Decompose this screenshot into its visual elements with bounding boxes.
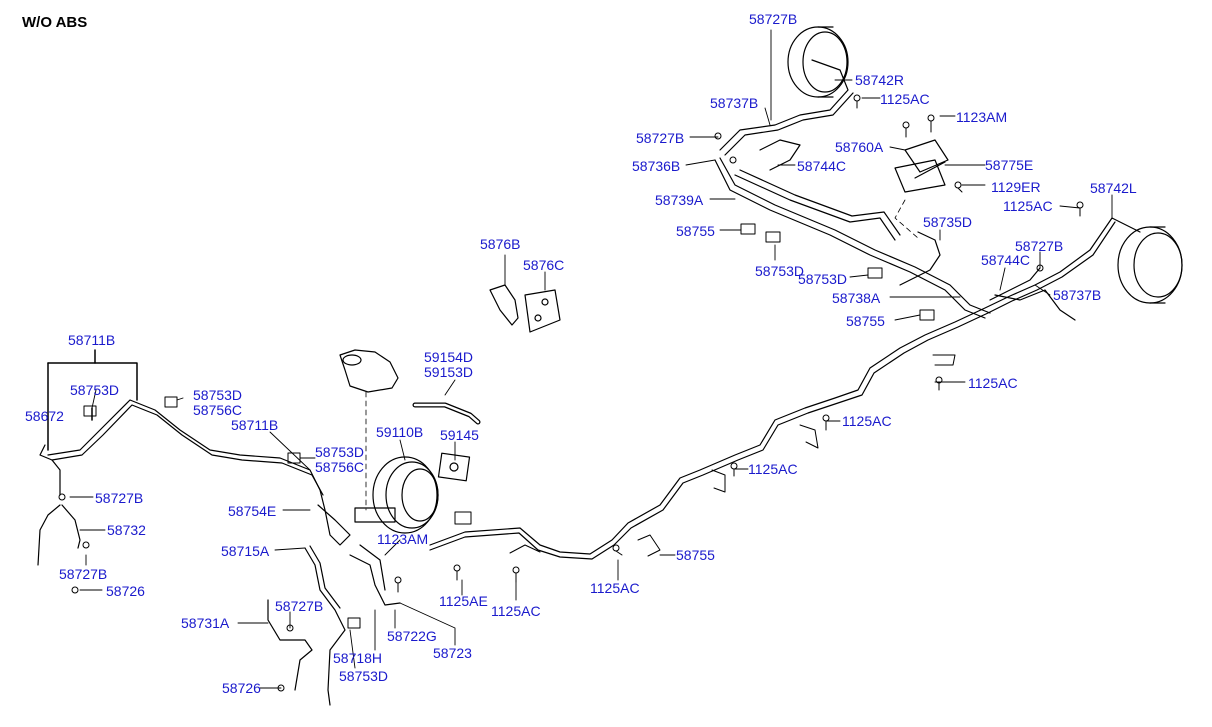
part-label[interactable]: 58722G: [387, 628, 437, 644]
part-label[interactable]: 1125AC: [590, 580, 640, 596]
vacuum-hose-inner: [413, 403, 480, 424]
part-label[interactable]: 59154D: [424, 349, 474, 365]
part-label[interactable]: 58742L: [1090, 180, 1137, 196]
part-label[interactable]: 1125AC: [968, 375, 1018, 391]
part-label[interactable]: 58756C: [315, 459, 365, 475]
part-label[interactable]: 58753D: [193, 387, 243, 403]
part-label[interactable]: 59110B: [376, 424, 424, 440]
part-label[interactable]: 58753D: [70, 382, 120, 398]
part-label[interactable]: 58755: [676, 223, 715, 239]
part-label[interactable]: 58753D: [798, 271, 848, 287]
left-brake-tubes: [37, 399, 401, 706]
part-label[interactable]: 58753D: [339, 668, 389, 684]
part-label[interactable]: 58736B: [632, 158, 681, 174]
part-label[interactable]: 58744C: [981, 252, 1031, 268]
part-label[interactable]: 58744C: [797, 158, 847, 174]
part-label[interactable]: 1125AC: [842, 413, 892, 429]
part-label[interactable]: 58726: [106, 583, 145, 599]
part-label[interactable]: 58732: [107, 522, 146, 538]
part-label[interactable]: 58711B: [231, 417, 279, 433]
part-label[interactable]: 58727B: [636, 130, 685, 146]
part-label[interactable]: 58737B: [710, 95, 759, 111]
part-label[interactable]: 58742R: [855, 72, 905, 88]
part-label[interactable]: 58754E: [228, 503, 277, 519]
hose-bracket: [489, 284, 561, 333]
upper-brake-tubes: [714, 59, 1076, 321]
part-label[interactable]: 5876B: [480, 236, 521, 252]
part-label[interactable]: 58753D: [315, 444, 365, 460]
part-label[interactable]: 1125AC: [491, 603, 541, 619]
part-label[interactable]: 58760A: [835, 139, 884, 155]
diagram-title: W/O ABS: [22, 14, 88, 31]
part-label[interactable]: 58738A: [832, 290, 881, 306]
brake-booster: [354, 452, 471, 534]
main-brake-tube: [429, 217, 1141, 560]
part-label[interactable]: 58711B: [68, 332, 116, 348]
part-label[interactable]: 58737B: [1053, 287, 1102, 303]
part-label[interactable]: 1125AC: [748, 461, 798, 477]
part-label[interactable]: 1125AC: [1003, 198, 1053, 214]
part-label[interactable]: 58727B: [59, 566, 108, 582]
part-label[interactable]: 59153D: [424, 364, 474, 380]
part-label[interactable]: 1123AM: [377, 531, 429, 547]
part-label[interactable]: 5876C: [523, 257, 565, 273]
master-cylinder-reservoir: [339, 349, 399, 511]
part-label[interactable]: 58723: [433, 645, 472, 661]
part-label[interactable]: 1125AE: [439, 593, 488, 609]
clips-and-bolts: [58, 94, 1084, 692]
part-label[interactable]: 58715A: [221, 543, 270, 559]
part-label[interactable]: 58731A: [181, 615, 230, 631]
part-label[interactable]: 58775E: [985, 157, 1034, 173]
rear-drum-left: [1117, 226, 1183, 304]
part-label[interactable]: 58727B: [1015, 238, 1064, 254]
part-label[interactable]: 1129ER: [991, 179, 1041, 195]
part-label[interactable]: 59145: [440, 427, 479, 443]
part-label[interactable]: 58755: [676, 547, 715, 563]
part-label[interactable]: 58727B: [749, 11, 798, 27]
part-label[interactable]: 58726: [222, 680, 261, 696]
part-label[interactable]: 58753D: [755, 263, 805, 279]
left-junction-lines: [47, 349, 138, 451]
part-label[interactable]: 58755: [846, 313, 885, 329]
part-label[interactable]: 58727B: [95, 490, 144, 506]
part-label[interactable]: 58718H: [333, 650, 383, 666]
rear-drum-right: [787, 26, 849, 98]
leader-lines: [47, 29, 1113, 689]
proportioning-valve: [894, 139, 949, 239]
part-label[interactable]: 58727B: [275, 598, 324, 614]
part-label[interactable]: 58756C: [193, 402, 243, 418]
part-label[interactable]: 58672: [25, 408, 64, 424]
part-label[interactable]: 1123AM: [956, 109, 1008, 125]
part-label[interactable]: 58735D: [923, 214, 973, 230]
part-label[interactable]: 1125AC: [880, 91, 930, 107]
part-label[interactable]: 58739A: [655, 192, 704, 208]
